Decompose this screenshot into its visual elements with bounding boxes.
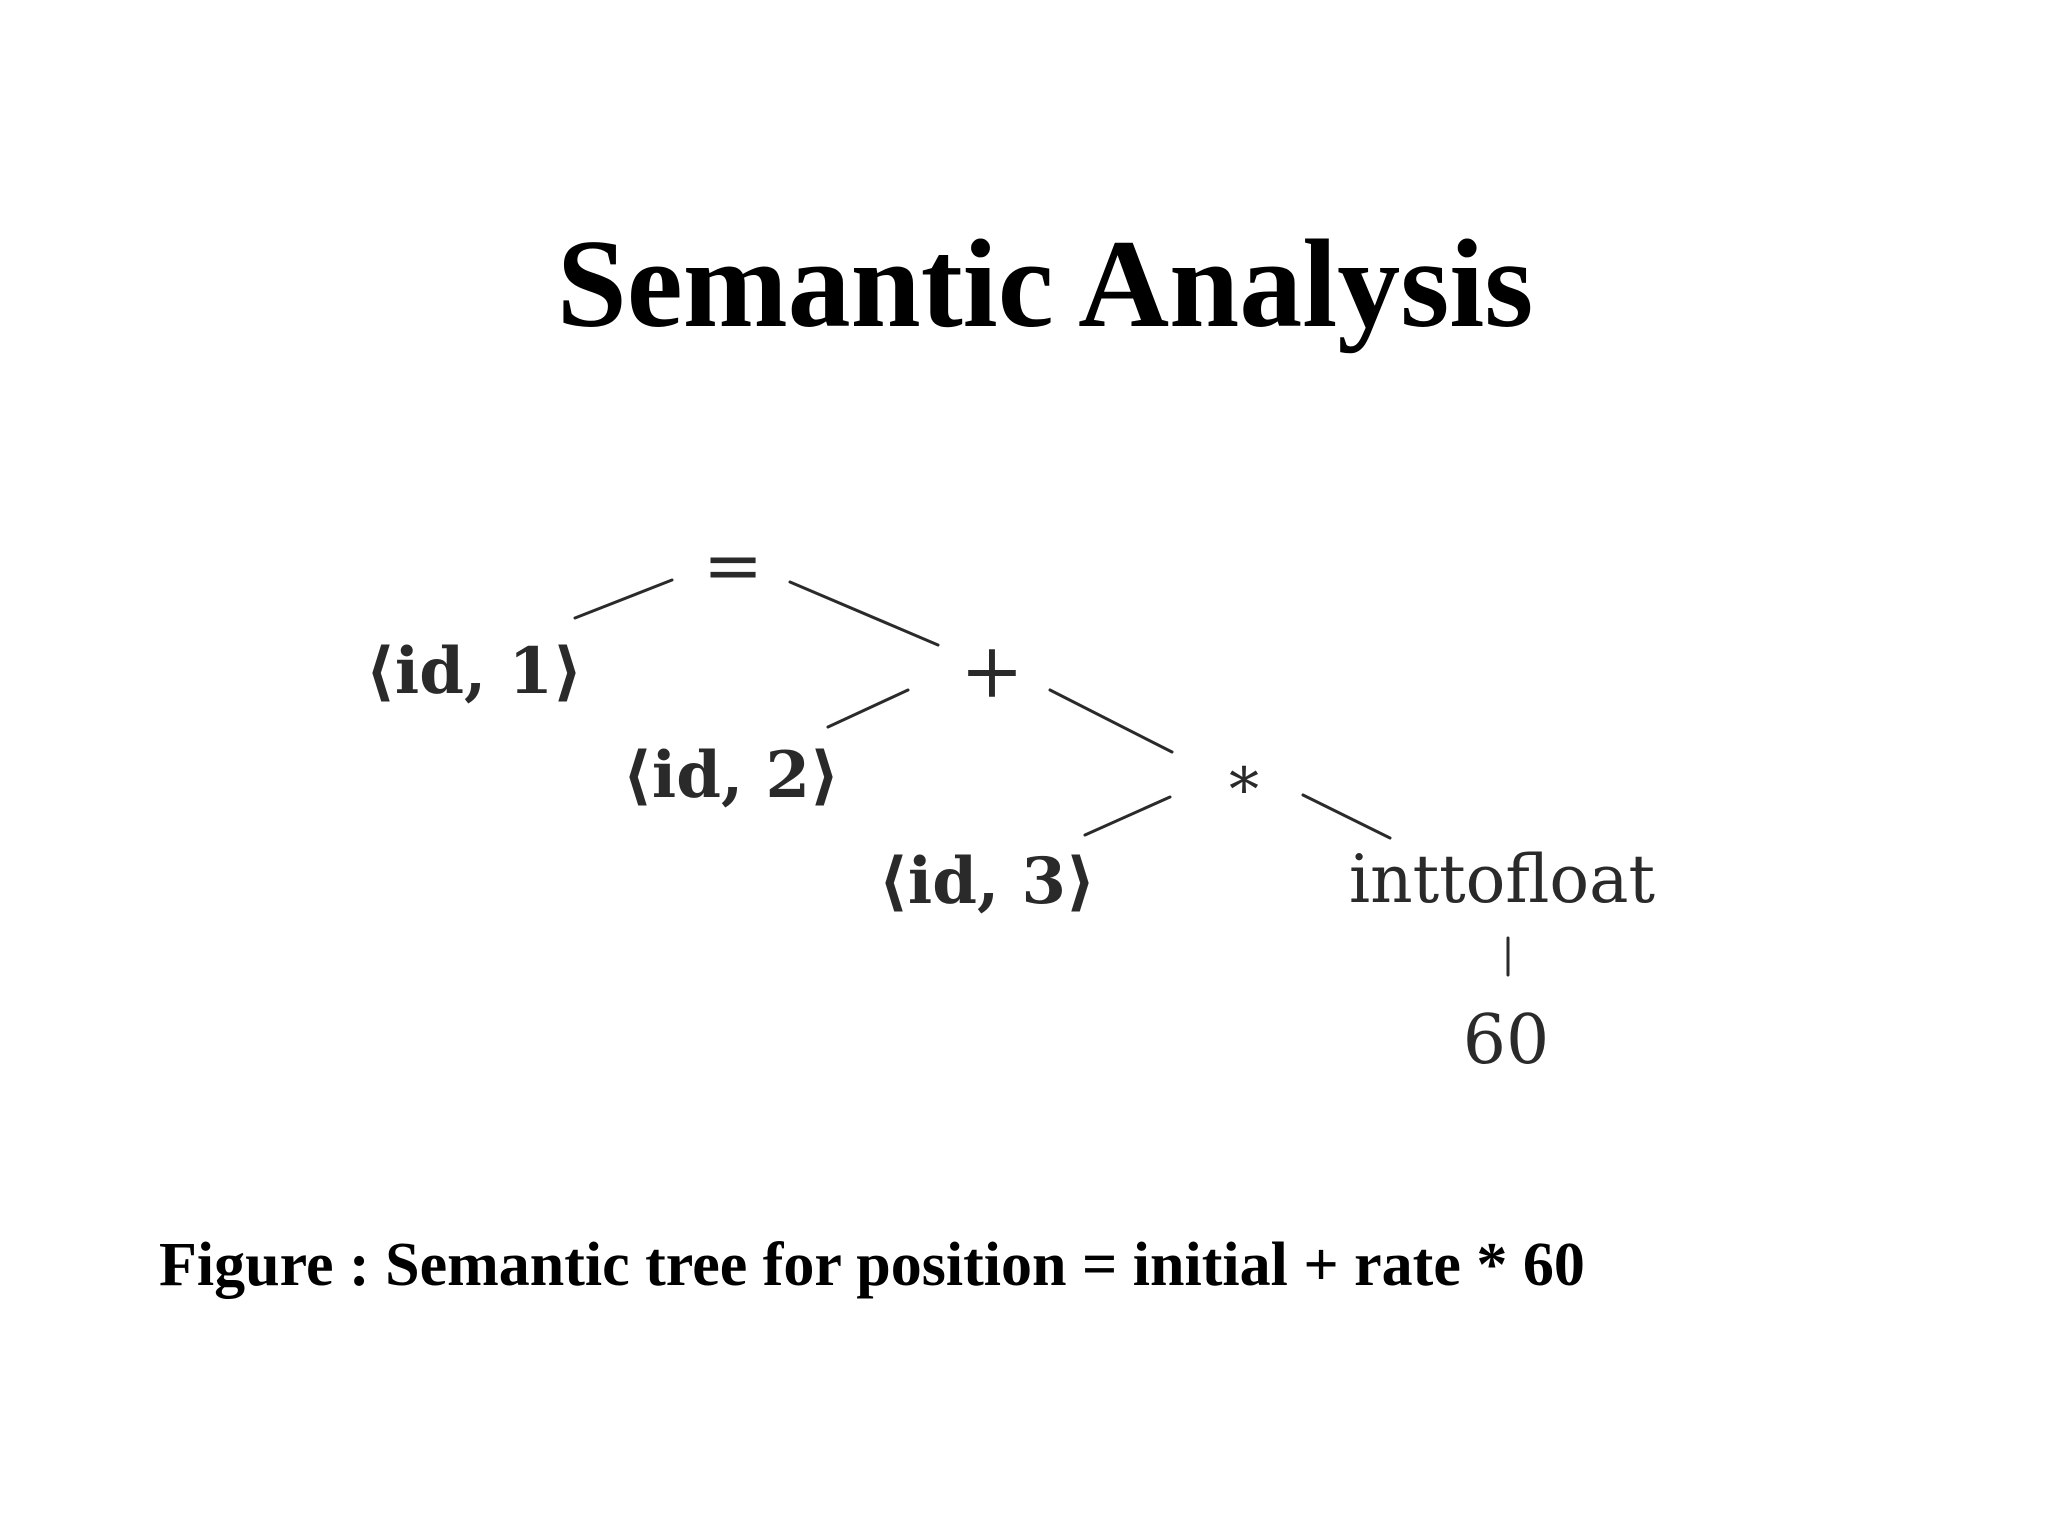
- edge-times-id3: [1083, 795, 1172, 837]
- node-sixty: 60: [1463, 1001, 1550, 1080]
- node-inttofloat: inttofloat: [1349, 841, 1655, 918]
- edge-plus-times: [1048, 688, 1174, 754]
- slide-title: Semantic Analysis: [556, 215, 1534, 354]
- node-id3: ⟨id, 3⟩: [879, 844, 1096, 919]
- node-assign: =: [703, 523, 763, 607]
- edge-plus-id2: [826, 688, 910, 729]
- edge-assign-id1: [573, 578, 674, 620]
- node-id2: ⟨id, 2⟩: [623, 738, 840, 813]
- node-id1: ⟨id, 1⟩: [366, 634, 583, 709]
- node-plus: +: [960, 626, 1024, 715]
- figure-caption: Figure : Semantic tree for position = in…: [159, 1231, 1585, 1299]
- node-times: *: [1229, 755, 1259, 825]
- edge-times-inttofloat: [1301, 793, 1392, 840]
- tree-nodes: = ⟨id, 1⟩ + ⟨id, 2⟩ * ⟨id, 3⟩ inttofloat…: [366, 523, 1655, 1080]
- tree-edges: [573, 578, 1510, 977]
- edge-assign-plus: [788, 580, 940, 647]
